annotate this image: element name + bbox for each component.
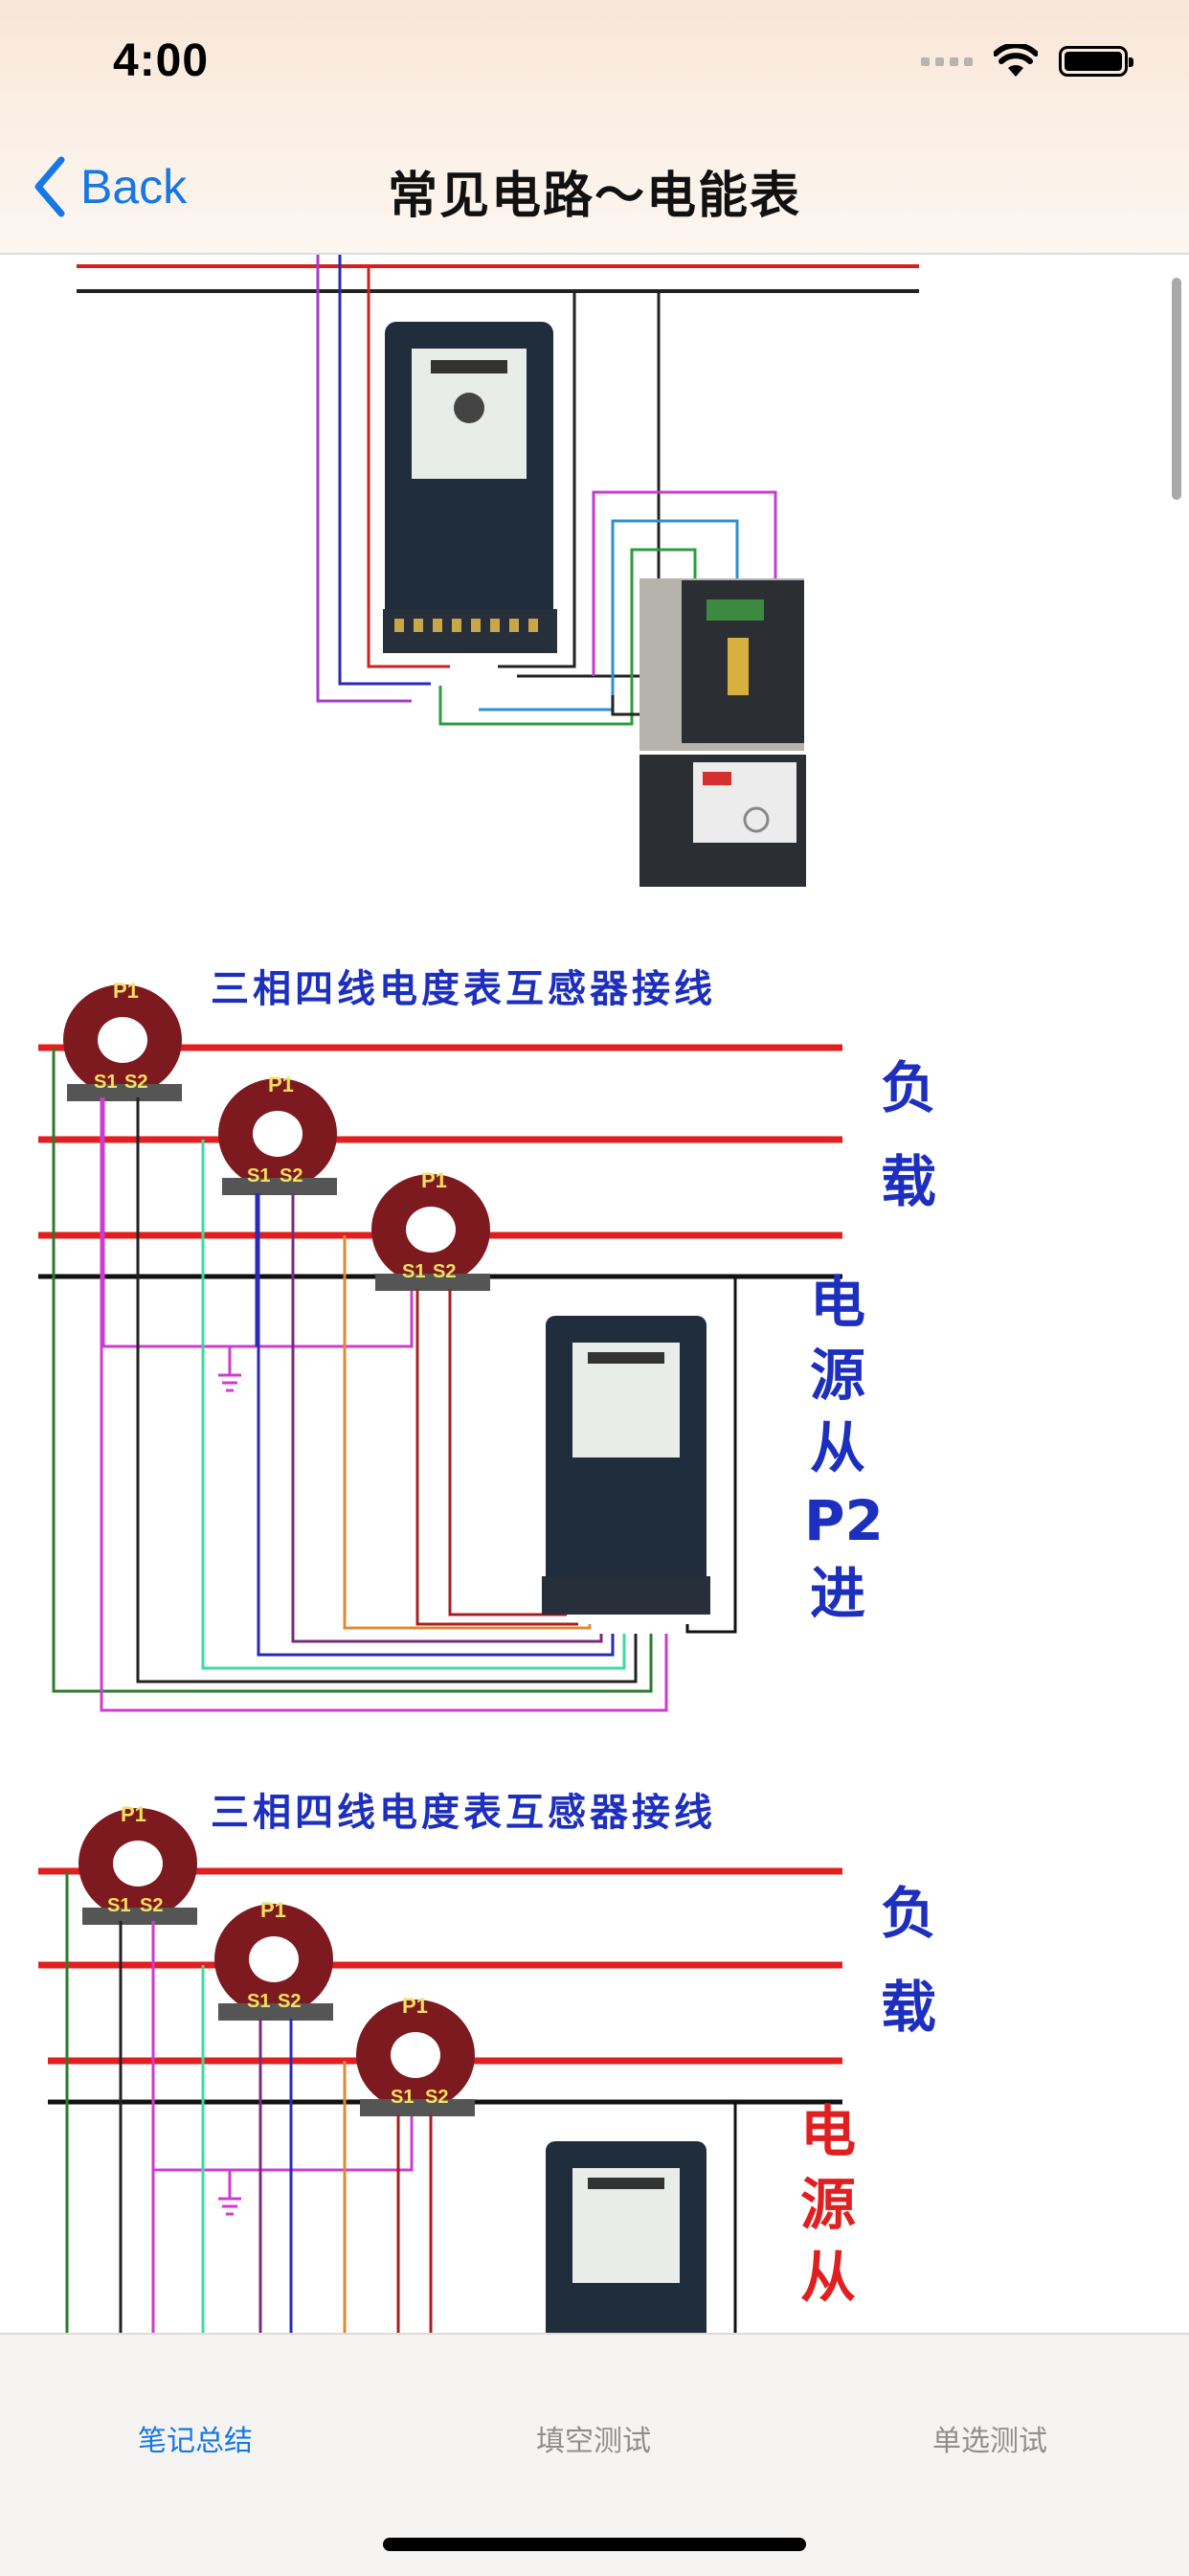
scroll-indicator[interactable]	[1172, 278, 1181, 500]
diagram-ct-wiring-1: 三相四线电度表互感器接线 P1 S1 S2 P1 S1 S2 P1 S1	[38, 967, 936, 1712]
load-label-1: 负	[881, 1055, 936, 1120]
tab-single-choice-test[interactable]: 单选测试	[932, 2426, 1047, 2457]
tab-fill-blank-test[interactable]: 填空测试	[536, 2426, 651, 2457]
back-button[interactable]: Back	[33, 153, 187, 220]
current-transformer: P1 S1 S2	[356, 1994, 475, 2116]
ct-label-p1: P1	[113, 979, 139, 1003]
source-label-4: P2	[804, 1488, 884, 1553]
load-label-1: 负	[881, 1881, 936, 1946]
content-scroll[interactable]: 三相四线电度表互感器接线 P1 S1 S2 P1 S1 S2 P1 S1	[0, 255, 1189, 2333]
ct-label-p1: P1	[260, 1898, 286, 1922]
ct-label-s1: S1	[247, 1991, 270, 2012]
ct-label-s2: S2	[140, 1895, 163, 1916]
ct-label-p1: P1	[268, 1073, 294, 1096]
diagram-title: 三相四线电度表互感器接线	[211, 1791, 716, 1835]
ct-label-p1: P1	[402, 1994, 428, 2018]
source-label-3: 从	[810, 1415, 865, 1480]
current-transformer: P1 S1 S2	[371, 1168, 490, 1291]
tab-bar: 笔记总结 填空测试 单选测试	[0, 2333, 1189, 2576]
ct-label-s2: S2	[433, 1261, 456, 1282]
load-label-2: 载	[881, 1975, 936, 2040]
ct-label-p1: P1	[421, 1168, 447, 1192]
tab-notes-summary[interactable]: 笔记总结	[138, 2426, 253, 2457]
page-title: 常见电路～电能表	[387, 169, 801, 224]
home-indicator	[383, 2538, 806, 2551]
ct-label-s2: S2	[278, 1991, 301, 2012]
ct-label-s1: S1	[391, 2087, 414, 2108]
ct-label-s1: S1	[107, 1895, 130, 1916]
battery-icon	[1059, 46, 1133, 77]
current-transformer: P1 S1 S2	[214, 1898, 333, 2021]
status-time: 4:00	[113, 35, 210, 86]
diagram-ct-wiring-2: 三相四线电度表互感器接线 P1 S1 S2 P1 S1 S2 P1 S1	[38, 1791, 936, 2333]
ct-label-s2: S2	[124, 1072, 147, 1093]
back-label: Back	[80, 160, 188, 214]
cellular-signal-icon	[921, 56, 973, 66]
ct-label-s2: S2	[280, 1165, 303, 1186]
source-label-2: 源	[810, 1343, 865, 1408]
load-label-2: 载	[881, 1149, 936, 1214]
ct-label-p1: P1	[121, 1802, 146, 1826]
diagram-title: 三相四线电度表互感器接线	[211, 967, 716, 1011]
diagram-meter-breaker	[77, 255, 919, 887]
ct-label-s1: S1	[247, 1165, 270, 1186]
source-label-1: 电	[810, 1270, 865, 1335]
current-transformer: P1 S1 S2	[79, 1802, 197, 1925]
wifi-icon	[994, 44, 1038, 77]
ct-label-s2: S2	[425, 2087, 448, 2108]
source-label-3: 从	[800, 2245, 856, 2310]
chevron-left-icon	[34, 156, 65, 217]
status-icons	[921, 42, 1133, 80]
ct-label-s1: S1	[402, 1261, 425, 1282]
source-label-2: 源	[800, 2172, 856, 2237]
current-transformer: P1 S1 S2	[218, 1073, 337, 1195]
source-label-5: 进	[810, 1561, 865, 1626]
source-label-1: 电	[800, 2099, 856, 2164]
ct-label-s1: S1	[94, 1072, 117, 1093]
current-transformer: P1 S1 S2	[63, 979, 182, 1101]
header-area: 4:00 Back 常见电路～电能表	[0, 0, 1189, 255]
